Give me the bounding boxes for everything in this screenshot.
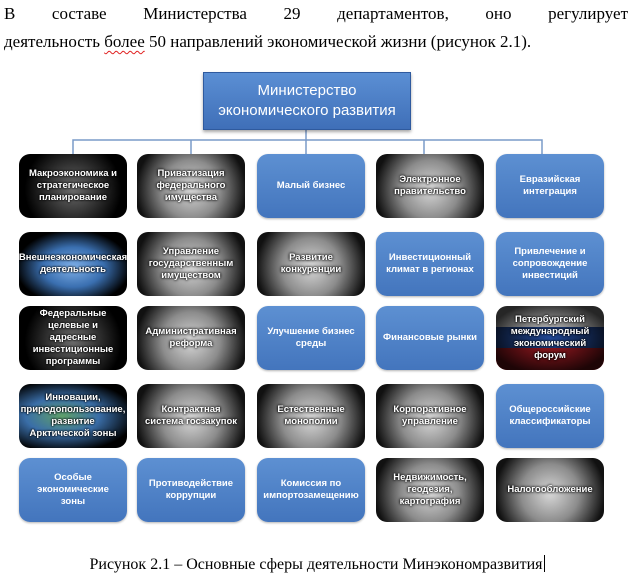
tile-label: Особые экономические зоны — [25, 472, 121, 508]
paragraph-line-1: В составе Министерства 29 департаментов,… — [4, 0, 628, 28]
tile-label: Естественные монополии — [263, 404, 359, 428]
tile-label: Малый бизнес — [277, 180, 346, 192]
tile-label: Недвижимость, геодезия, картография — [382, 472, 478, 508]
tile-label: Корпоративное управление — [382, 404, 478, 428]
tile-real-estate-geodesy[interactable]: Недвижимость, геодезия, картография — [376, 458, 484, 522]
spellcheck-underlined-word[interactable]: более — [104, 32, 145, 51]
tile-macroeconomics[interactable]: Макроэкономика и стратегическое планиров… — [19, 154, 127, 218]
figure-caption: Рисунок 2.1 – Основные сферы деятельност… — [0, 555, 634, 575]
tile-label: Комиссия по импортозамещению — [263, 478, 359, 502]
tile-taxation[interactable]: Налогообложение — [496, 458, 604, 522]
tile-label: Привлечение и сопровождение инвестиций — [502, 246, 598, 282]
tile-label: Противодействие коррупции — [143, 478, 239, 502]
tile-state-property-management[interactable]: Управление государственным имуществом — [137, 232, 245, 296]
tile-foreign-economic-activity[interactable]: Внешнеэкономическая деятельность — [19, 232, 127, 296]
tile-federal-target-programs[interactable]: Федеральные целевые и адресные инвестици… — [19, 306, 127, 370]
tile-natural-monopolies[interactable]: Естественные монополии — [257, 384, 365, 448]
tile-label: Управление государственным имуществом — [143, 246, 239, 282]
tile-competition-development[interactable]: Развитие конкуренции — [257, 232, 365, 296]
tile-classifiers[interactable]: Общероссийские классификаторы — [496, 384, 604, 448]
tile-label: Инвестиционный климат в регионах — [382, 252, 478, 276]
tile-small-business[interactable]: Малый бизнес — [257, 154, 365, 218]
tile-corporate-governance[interactable]: Корпоративное управление — [376, 384, 484, 448]
text-cursor — [544, 555, 545, 572]
tile-investment-attraction[interactable]: Привлечение и сопровождение инвестиций — [496, 232, 604, 296]
org-chart-figure[interactable]: Министерство экономического развития Мак… — [6, 62, 628, 532]
tile-label: Налогообложение — [507, 484, 592, 496]
tile-label: Общероссийские классификаторы — [502, 404, 598, 428]
tile-special-economic-zones[interactable]: Особые экономические зоны — [19, 458, 127, 522]
paragraph-line-2-post: 50 направлений экономической жизни (рису… — [145, 32, 531, 51]
tile-regional-investment-climate[interactable]: Инвестиционный климат в регионах — [376, 232, 484, 296]
tile-label: Петербургский международный экономически… — [502, 314, 598, 362]
tile-label: Приватизация федерального имущества — [143, 168, 239, 204]
tile-label: Федеральные целевые и адресные инвестици… — [25, 308, 121, 368]
tile-anti-corruption[interactable]: Противодействие коррупции — [137, 458, 245, 522]
tile-business-environment[interactable]: Улучшение бизнес среды — [257, 306, 365, 370]
ministry-root-box[interactable]: Министерство экономического развития — [203, 72, 411, 130]
tile-label: Административная реформа — [143, 326, 239, 350]
tile-label: Развитие конкуренции — [263, 252, 359, 276]
tile-label: Евразийская интеграция — [502, 174, 598, 198]
tile-spief-forum[interactable]: Петербургский международный экономически… — [496, 306, 604, 370]
tile-administrative-reform[interactable]: Административная реформа — [137, 306, 245, 370]
tile-privatization[interactable]: Приватизация федерального имущества — [137, 154, 245, 218]
paragraph-line-2: деятельность более 50 направлений эконом… — [4, 28, 628, 56]
tile-label: Макроэкономика и стратегическое планиров… — [25, 168, 121, 204]
figure-caption-text: Рисунок 2.1 – Основные сферы деятельност… — [90, 556, 543, 573]
tile-label: Улучшение бизнес среды — [263, 326, 359, 350]
tile-eurasian-integration[interactable]: Евразийская интеграция — [496, 154, 604, 218]
tile-label: Финансовые рынки — [383, 332, 477, 344]
tile-e-government[interactable]: Электронное правительство — [376, 154, 484, 218]
tile-financial-markets[interactable]: Финансовые рынки — [376, 306, 484, 370]
tile-import-substitution[interactable]: Комиссия по импортозамещению — [257, 458, 365, 522]
paragraph-line-2-pre: деятельность — [4, 32, 104, 51]
tile-label: Инновации, природопользование, развитие … — [21, 392, 126, 440]
tile-innovation-arctic[interactable]: Инновации, природопользование, развитие … — [19, 384, 127, 448]
tile-label: Контрактная система госзакупок — [143, 404, 239, 428]
tile-procurement-system[interactable]: Контрактная система госзакупок — [137, 384, 245, 448]
tile-label: Электронное правительство — [382, 174, 478, 198]
tile-label: Внешнеэкономическая деятельность — [19, 252, 127, 276]
